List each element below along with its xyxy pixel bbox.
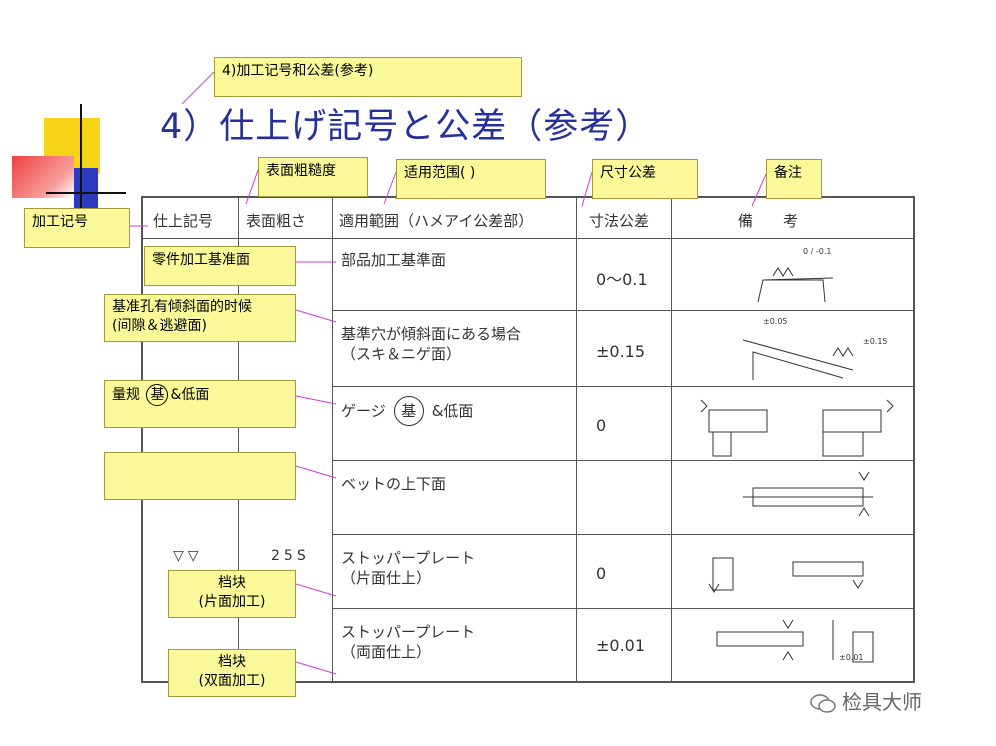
sketch-part [757, 279, 826, 303]
note-row-5: 档块 (片面加工) [168, 570, 296, 618]
leader-line [581, 171, 593, 207]
tolerance-row-3: 0 [596, 416, 607, 435]
leader-line [295, 583, 337, 597]
scope-row-5-sub: （片面仕上） [341, 569, 432, 587]
remark-sketches: 0 / -0.1 ±0.05 ±0.15 ±0.01 [700, 247, 894, 663]
tolerance-row-6: ±0.01 [596, 636, 646, 655]
slide-decoration-red [12, 156, 74, 198]
finish-symbol-sketch [832, 347, 854, 357]
roughness-value: 25S [271, 548, 310, 564]
note-row-5-line2: (片面加工) [198, 594, 266, 610]
table-grid-line [332, 386, 913, 387]
scope-row-6: ストッパープレート [341, 623, 476, 641]
slide-decoration-line [80, 104, 82, 224]
note-remarks: 备注 [766, 159, 822, 199]
note-row-1: 零件加工基准面 [144, 246, 296, 286]
tolerance-row-1: 0〜0.1 [596, 270, 648, 289]
note-row-3: 量规 基&低面 [104, 380, 296, 428]
finish-symbol-sketch [858, 471, 870, 517]
leader-line [295, 395, 337, 405]
sketch-label-r2b: ±0.15 [863, 337, 888, 346]
sketch-part [712, 557, 734, 591]
table-grid-line [332, 534, 913, 535]
leader-line [295, 465, 337, 479]
circled-kanji: 基 [393, 396, 424, 426]
header-scope: 適用範囲（ハメアイ公差部） [339, 212, 534, 230]
finish-symbol-sketch [708, 579, 864, 593]
scope-row-3-text: ゲージ [341, 402, 386, 420]
sketch-line [762, 277, 834, 281]
note-row-6: 档块 (双面加工) [168, 649, 296, 697]
scope-row-3-suffix: &低面 [431, 402, 474, 420]
finish-symbol-sketch [782, 619, 794, 661]
tolerance-row-2: ±0.15 [596, 342, 646, 361]
scope-row-1: 部品加工基準面 [341, 251, 447, 269]
leader-line [383, 171, 397, 205]
finish-symbol-sketch [772, 267, 794, 277]
scope-row-6-sub: （両面仕上） [341, 643, 432, 661]
leader-line [295, 309, 337, 323]
table-grid-line [143, 238, 913, 239]
sketch-part [712, 431, 732, 457]
sketch-part [792, 561, 864, 577]
scope-row-4: ベットの上下面 [341, 475, 447, 493]
sketch-label-r6: ±0.01 [839, 653, 864, 662]
sketch-label-r1: 0 / -0.1 [803, 247, 831, 256]
scope-row-3: ゲージ基&低面 [341, 396, 473, 426]
slide-decoration-blue [74, 168, 98, 212]
note-title-translation: 4)加工记号和公差(参考) [214, 57, 522, 97]
note-row-5-line1: 档块 [218, 575, 246, 591]
table-grid-line [576, 198, 577, 681]
leader-line [295, 661, 337, 675]
watermark-text: 检具大师 [842, 690, 922, 714]
tolerance-row-5: 0 [596, 564, 607, 583]
note-row-2-line1: 基准孔有倾斜面的时候 [112, 299, 252, 315]
leader-line [245, 169, 259, 205]
note-mark: 加工记号 [24, 208, 130, 248]
finish-mark: ▽▽ [173, 548, 203, 564]
table-grid-line [332, 608, 913, 609]
scope-row-2: 基準穴が傾斜面にある場合 [341, 325, 522, 343]
table-grid-line [332, 460, 913, 461]
watermark: 检具大师 [810, 686, 922, 715]
sketch-part [716, 631, 804, 647]
note-row-2-line2: (间隙＆逃避面) [112, 318, 207, 334]
slide-decoration-line [46, 192, 126, 194]
table-grid-line [332, 198, 333, 681]
table-grid-line [238, 198, 239, 681]
sketch-part [752, 351, 844, 380]
note-tolerance: 尺寸公差 [592, 159, 698, 199]
table-grid-line [671, 198, 672, 681]
note-row-3-text: 量规 [112, 387, 140, 403]
note-row-2: 基准孔有倾斜面的时候 (间隙＆逃避面) [104, 294, 296, 342]
header-tolerance: 寸法公差 [589, 212, 650, 230]
sketch-part [822, 431, 864, 457]
note-roughness: 表面粗糙度 [258, 157, 368, 197]
slide-title: 4）仕上げ記号と公差（参考） [160, 107, 652, 147]
header-roughness: 表面粗さ [246, 212, 307, 230]
scope-row-5: ストッパープレート [341, 549, 476, 567]
header-remarks: 備 考 [738, 212, 799, 230]
note-row-6-line1: 档块 [218, 654, 246, 670]
note-scope: 适用范围( ) [396, 159, 546, 199]
scope-row-2-sub: （スキ＆ニゲ面） [341, 345, 462, 363]
circled-kanji: 基 [146, 384, 169, 406]
sketch-label-r2a: ±0.05 [763, 317, 788, 326]
sketch-part [708, 409, 768, 433]
chat-bubble-icon [810, 693, 836, 713]
note-row-3-suffix: &低面 [170, 387, 210, 403]
sketch-part [852, 631, 874, 663]
table-grid-line [332, 310, 913, 311]
note-row-4 [104, 452, 296, 500]
sketch-line [742, 339, 854, 371]
header-mark: 仕上記号 [153, 212, 214, 230]
note-row-6-line2: (双面加工) [198, 673, 266, 689]
leader-line [751, 173, 767, 207]
finish-symbol-sketch [700, 399, 894, 413]
leader-line [181, 71, 215, 105]
